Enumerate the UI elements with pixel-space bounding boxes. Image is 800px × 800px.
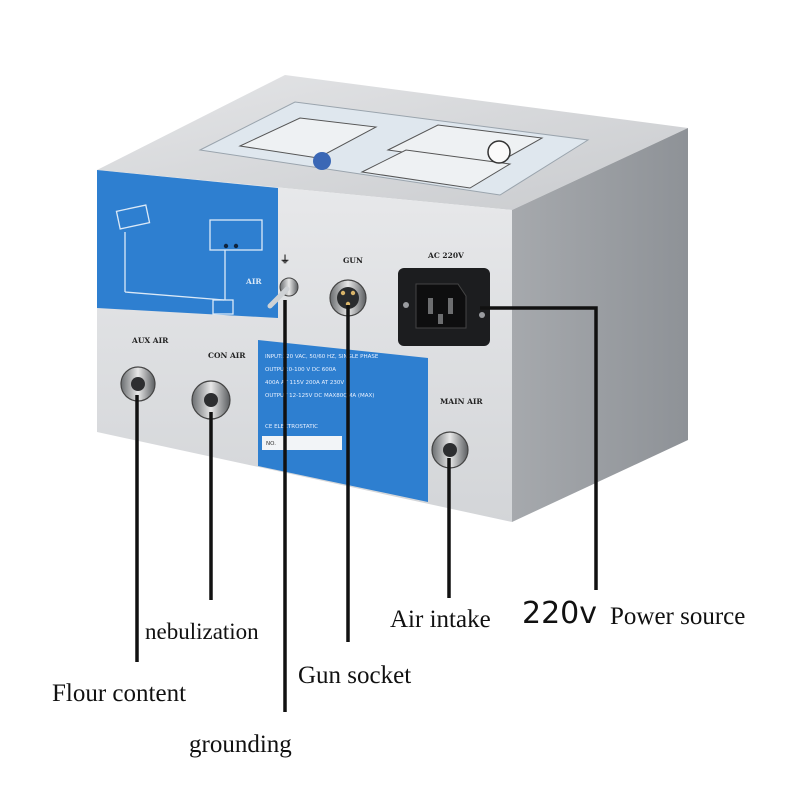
main-air-fitting[interactable] [431, 431, 469, 469]
top-label-logo-icon [313, 152, 331, 170]
diagram-dot [233, 243, 239, 249]
diagram-dot [223, 243, 229, 249]
airflow-diagram [115, 204, 263, 315]
leader-power-source [480, 306, 598, 590]
flour-content-label: Flour content [52, 680, 187, 707]
spec-plate: INPUT:220 VAC, 50/60 HZ, SINGLE PHASE OU… [262, 354, 379, 450]
callout-lines [135, 300, 598, 712]
spec-line: INPUT:220 VAC, 50/60 HZ, SINGLE PHASE [265, 354, 379, 360]
gun-socket-label: Gun socket [298, 662, 412, 689]
box-right-side [512, 128, 688, 522]
voltage-label: 220v [522, 596, 598, 631]
nebulization-label: nebulization [145, 619, 259, 644]
gun-socket-connector[interactable] [329, 279, 367, 317]
gun-label: GUN [343, 256, 363, 265]
front-blue-upper-panel [97, 170, 278, 318]
ground-symbol-icon: ⏚ [280, 254, 290, 266]
air-intake-label: Air intake [390, 606, 491, 633]
power-source-label: Power source [610, 603, 746, 630]
main-air-label: MAIN AIR [440, 397, 483, 406]
spec-line: OUTPUT 12-125V DC MAX80QMA (MAX) [265, 393, 374, 399]
top-label-gauge-icon [487, 140, 511, 164]
spec-line: CE ELECTROSTATIC [265, 424, 318, 430]
spec-line: 400A AT 115V 200A AT 230V [265, 380, 344, 386]
con-air-label: CON AIR [208, 351, 246, 360]
spec-line: NO. [266, 441, 276, 447]
front-blue-spec-panel [258, 340, 428, 502]
ac-label: AC 220V [427, 251, 464, 260]
grounding-toggle-switch[interactable] [267, 277, 299, 309]
diagram-air-label: AIR [245, 277, 262, 286]
grounding-label: grounding [189, 731, 292, 758]
top-label-panel [360, 149, 512, 189]
spec-line: OUTPUT:0-100 V DC 600A [265, 367, 336, 373]
aux-air-fitting[interactable] [120, 366, 156, 402]
top-label-panel [238, 117, 378, 159]
aux-air-label: AUX AIR [131, 336, 169, 345]
ac-power-inlet[interactable] [398, 268, 490, 346]
serial-number-field [262, 436, 342, 450]
